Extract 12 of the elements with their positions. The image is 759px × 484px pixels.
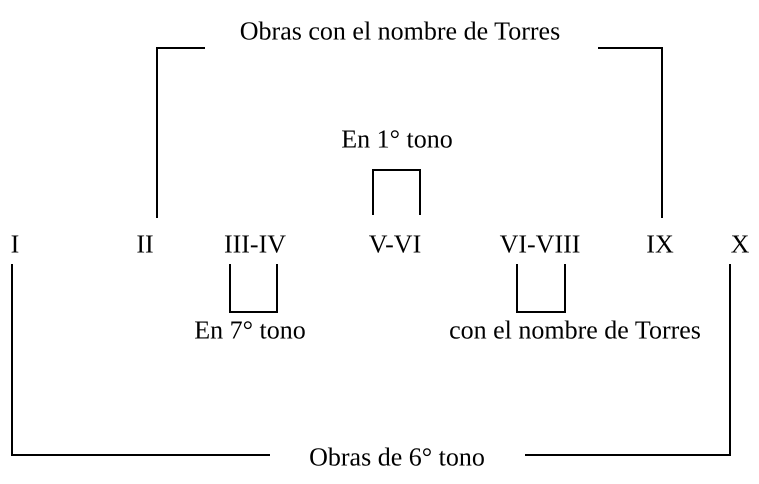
group-label: con el nombre de Torres [449, 316, 701, 346]
group-label: Obras con el nombre de Torres [240, 18, 560, 46]
item-label: I [10, 230, 20, 260]
item-label: X [730, 230, 750, 260]
item-label: II [136, 230, 154, 260]
item-label: V-VI [368, 230, 422, 260]
item-label: IX [646, 230, 674, 260]
group-label: Obras de 6° tono [309, 444, 485, 472]
item-label: VI-VIII [500, 230, 580, 260]
item-label: III-IV [224, 230, 286, 260]
group-label: En 1° tono [341, 126, 453, 154]
group-label: En 7° tono [194, 316, 306, 346]
